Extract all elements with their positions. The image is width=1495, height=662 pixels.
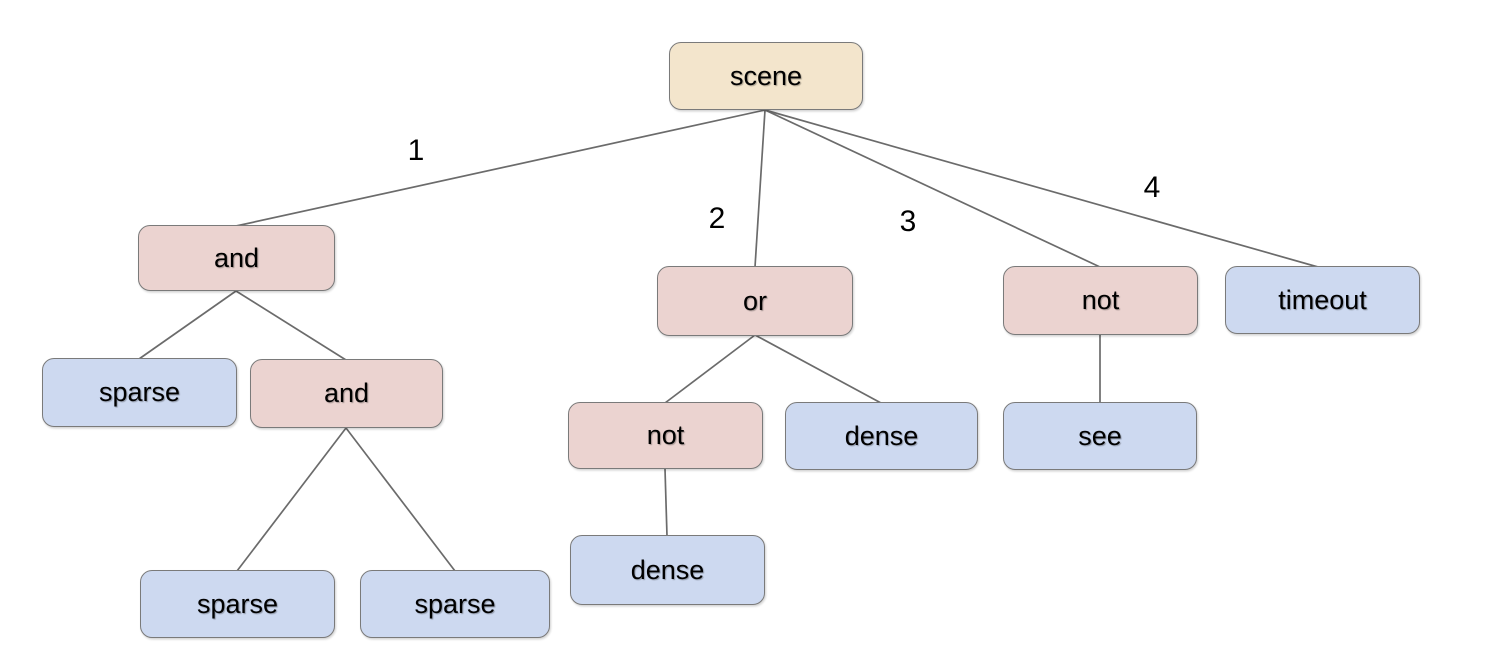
edge-scene-or <box>754 109 766 268</box>
edge-scene-not <box>764 109 1101 268</box>
edge-scene-and <box>235 109 766 227</box>
edge-not2-dense <box>664 468 668 537</box>
node-or: or <box>657 266 853 336</box>
edge-label-2: 2 <box>709 202 726 235</box>
node-sparse-2: sparse <box>140 570 335 638</box>
edge-scene-timeout <box>764 109 1319 268</box>
edge-and2-sparse-right <box>345 427 456 572</box>
edge-and-and <box>235 290 347 361</box>
node-and-1: and <box>138 225 335 291</box>
node-see: see <box>1003 402 1197 470</box>
node-sparse-1: sparse <box>42 358 237 427</box>
node-not-1: not <box>1003 266 1198 335</box>
edge-or-not <box>664 334 756 404</box>
node-timeout: timeout <box>1225 266 1420 334</box>
edge-label-4: 4 <box>1144 171 1161 204</box>
edge-or-dense <box>754 334 882 404</box>
node-dense-2: dense <box>570 535 765 605</box>
edge-and-sparse <box>138 290 237 360</box>
edge-label-3: 3 <box>900 205 917 238</box>
node-scene: scene <box>669 42 863 110</box>
edge-label-1: 1 <box>408 134 425 167</box>
edge-and2-sparse-left <box>236 427 347 572</box>
node-not-2: not <box>568 402 763 469</box>
node-sparse-3: sparse <box>360 570 550 638</box>
node-and-2: and <box>250 359 443 428</box>
node-dense-1: dense <box>785 402 978 470</box>
